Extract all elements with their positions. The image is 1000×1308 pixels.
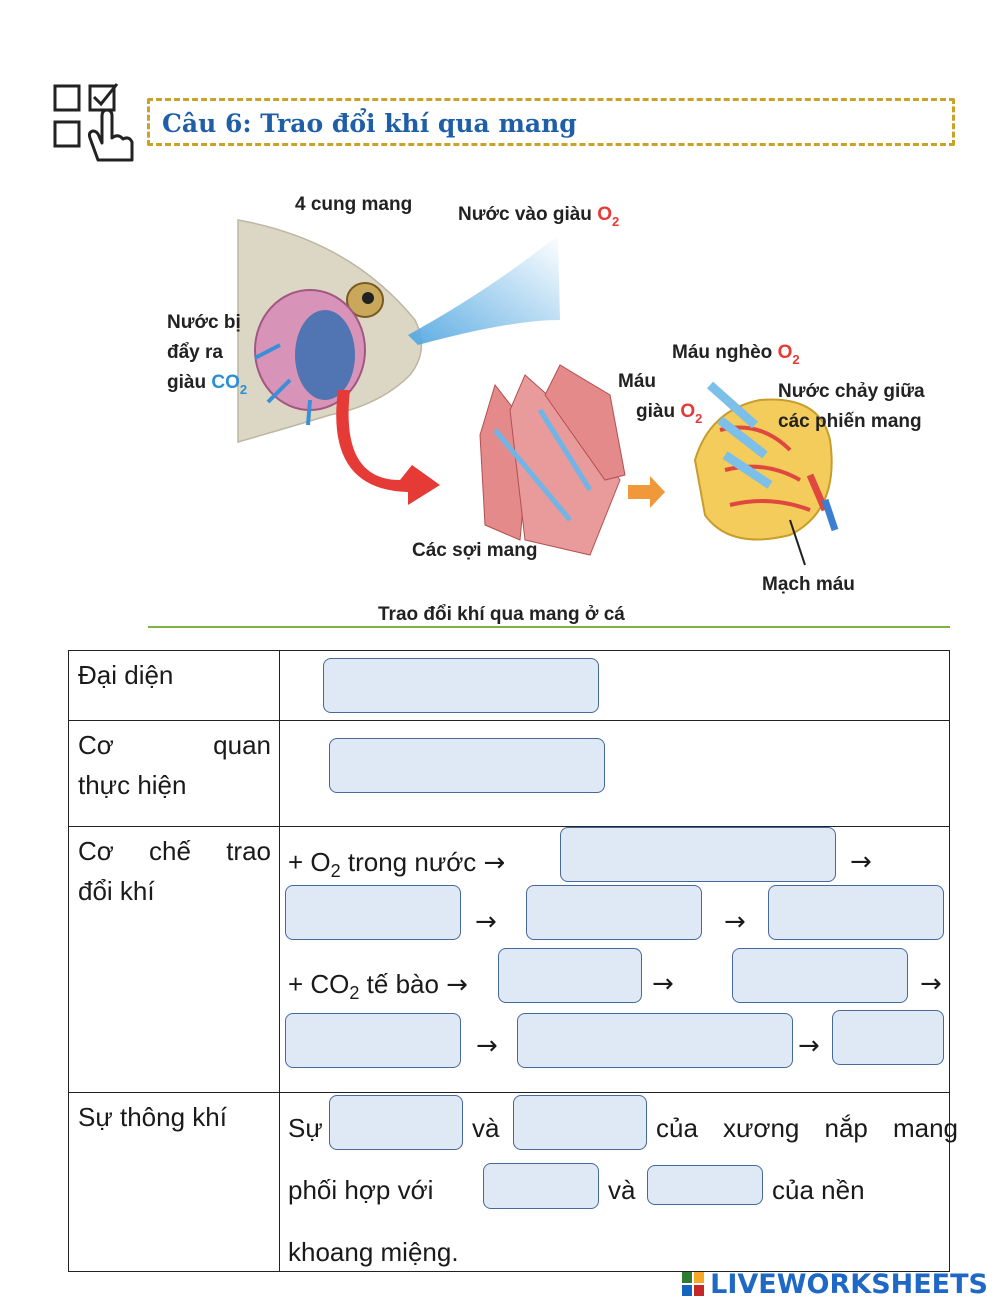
answer-blank-vent-3[interactable] — [483, 1163, 599, 1209]
answer-blank-co2-2[interactable] — [732, 948, 908, 1003]
co2-path-text: + CO2 tế bào → — [288, 969, 468, 1004]
label-gill-arches: 4 cung mang — [295, 194, 412, 215]
label-water-in: Nước vào giàu — [458, 204, 592, 225]
row-label-ventilation: Sự thông khí — [69, 1093, 280, 1272]
gill-filaments-illustration — [480, 365, 625, 555]
row-content-ventilation: Sự và của xương nắp mang phối hợp với và… — [280, 1093, 950, 1272]
label-filaments: Các sợi mang — [412, 540, 537, 561]
label-o2: O — [597, 204, 612, 225]
vent-text-khoang: khoang miệng. — [288, 1237, 459, 1268]
svg-text:4 cung mang: 4 cung mang — [295, 194, 412, 215]
svg-text:các phiến mang: các phiến mang — [778, 411, 922, 432]
liveworksheets-logo: LIVEWORKSHEETS — [682, 1268, 988, 1300]
label-co2: CO — [211, 372, 240, 393]
vent-text-su: Sự — [288, 1113, 323, 1144]
row-label-representative: Đại diện — [69, 651, 280, 721]
svg-text:giàu O2: giàu O2 — [636, 401, 702, 426]
vent-text-va: và — [472, 1113, 499, 1144]
label-o2-c: O — [680, 401, 695, 422]
label-water-out-3: giàu — [167, 372, 206, 393]
arrow-icon: → — [475, 907, 497, 937]
question-title-box: Câu 6: Trao đổi khí qua mang — [147, 98, 955, 146]
answer-blank-vent-4[interactable] — [647, 1165, 763, 1205]
label-o2-c-sub: 2 — [695, 411, 702, 426]
arrow-icon: → — [850, 847, 872, 877]
label-blood-rich-1: Máu — [618, 371, 656, 392]
answer-blank-o2-4[interactable] — [768, 885, 944, 940]
label-blood-poor: Máu nghèo — [672, 342, 772, 363]
svg-text:Nước vào giàu O2: Nước vào giàu O2 — [458, 204, 619, 229]
label-water-between-2: các phiến mang — [778, 411, 922, 432]
arrow-icon: → — [724, 907, 746, 937]
answer-blank-o2-2[interactable] — [285, 885, 461, 940]
table-row: Sự thông khí Sự và của xương nắp mang ph… — [69, 1093, 950, 1272]
answer-blank-organ[interactable] — [329, 738, 605, 793]
brand-text: LIVEWORKSHEETS — [710, 1269, 988, 1300]
o2-path-text: + O2 trong nước → — [288, 847, 505, 882]
svg-text:Trao đổi khí qua mang ở cá: Trao đổi khí qua mang ở cá — [378, 604, 625, 625]
answer-blank-co2-3[interactable] — [285, 1013, 461, 1068]
vent-text-cua1: của xương nắp mang — [656, 1113, 958, 1144]
vent-text-va2: và — [608, 1175, 635, 1206]
row-content-organ — [280, 721, 950, 827]
table-row: Đại diện — [69, 651, 950, 721]
figure-divider — [148, 626, 950, 628]
label-co2-sub: 2 — [240, 382, 247, 397]
vent-text-phoi: phối hợp với — [288, 1175, 433, 1206]
row-label-organ-line1: Cơ quan — [78, 725, 271, 765]
svg-text:Máu nghèo O2: Máu nghèo O2 — [672, 342, 800, 367]
row-content-mechanism: + O2 trong nước → → → → + CO2 tế bào → →… — [280, 827, 950, 1093]
label-vessels: Mạch máu — [762, 574, 855, 595]
row-label-mechanism: Cơ chế trao đổi khí — [69, 827, 280, 1093]
arrow-icon: → — [476, 1031, 498, 1061]
answer-blank-co2-4[interactable] — [517, 1013, 793, 1068]
gill-exchange-figure: 4 cung mang Nước vào giàu O2 Nước bị đẩy… — [150, 180, 950, 635]
label-water-out-2: đẩy ra — [167, 342, 223, 363]
answer-blank-co2-1[interactable] — [498, 948, 642, 1003]
label-o2-sub: 2 — [612, 214, 619, 229]
label-blood-rich-2: giàu — [636, 401, 675, 422]
label-water-between-1: Nước chảy giữa — [778, 381, 925, 402]
brand-grid-icon — [682, 1272, 704, 1296]
svg-text:Mạch máu: Mạch máu — [762, 574, 855, 595]
arrow-icon: → — [798, 1031, 820, 1061]
answer-blank-o2-3[interactable] — [526, 885, 702, 940]
answer-blank-vent-1[interactable] — [329, 1095, 463, 1150]
answer-blank-co2-5[interactable] — [832, 1010, 944, 1065]
checklist-icon — [50, 80, 140, 166]
answer-blank-o2-1[interactable] — [560, 827, 836, 882]
worksheet-table: Đại diện Cơ quan thực hiện Cơ chế trao đ… — [68, 650, 950, 1272]
row-label-organ: Cơ quan thực hiện — [69, 721, 280, 827]
row-label-mechanism-line2: đổi khí — [78, 871, 271, 911]
answer-blank-vent-2[interactable] — [513, 1095, 647, 1150]
vent-text-cua2: của nền — [772, 1175, 865, 1206]
svg-text:Máu: Máu — [618, 371, 656, 392]
svg-text:giàu CO2: giàu CO2 — [167, 372, 247, 397]
row-content-representative — [280, 651, 950, 721]
svg-text:Các sợi mang: Các sợi mang — [412, 540, 537, 561]
svg-text:Nước bị: Nước bị — [167, 312, 241, 333]
arrow-icon: → — [920, 969, 942, 999]
arrow-icon: → — [652, 969, 674, 999]
table-row: Cơ chế trao đổi khí + O2 trong nước → → … — [69, 827, 950, 1093]
row-label-mechanism-line1: Cơ chế trao — [78, 831, 271, 871]
svg-text:đẩy ra: đẩy ra — [167, 342, 223, 363]
label-water-out-1: Nước bị — [167, 312, 241, 333]
svg-text:Nước chảy giữa: Nước chảy giữa — [778, 381, 925, 402]
table-row: Cơ quan thực hiện — [69, 721, 950, 827]
question-title: Câu 6: Trao đổi khí qua mang — [162, 109, 577, 138]
label-o2-b-sub: 2 — [792, 352, 799, 367]
figure-caption: Trao đổi khí qua mang ở cá — [378, 604, 625, 625]
label-o2-b: O — [778, 342, 793, 363]
row-label-organ-line2: thực hiện — [78, 765, 271, 805]
answer-blank-representative[interactable] — [323, 658, 599, 713]
